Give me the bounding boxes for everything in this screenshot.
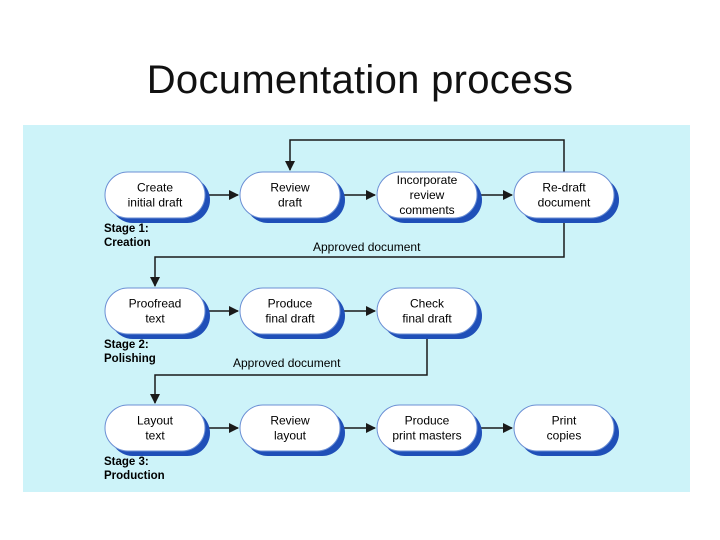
node-label: text: [145, 312, 165, 326]
node-label: Produce: [405, 414, 450, 428]
node-label: final draft: [402, 312, 452, 326]
node-body: [104, 287, 206, 335]
node-label: comments: [399, 203, 454, 217]
node-label: review: [410, 188, 445, 202]
node-body: [239, 404, 341, 452]
node-body: [376, 287, 478, 335]
node-label: layout: [274, 429, 307, 443]
node-label: draft: [278, 196, 303, 210]
stage-label: Stage 1:: [104, 223, 149, 235]
node-label: Check: [410, 297, 445, 311]
node-body: [513, 171, 615, 219]
node-label: copies: [547, 429, 582, 443]
node-body: [513, 404, 615, 452]
node-body: [376, 171, 478, 219]
stage-name: Polishing: [104, 353, 156, 365]
connector-layer: [150, 139, 565, 433]
node-label: Proofread: [129, 297, 182, 311]
node-body: [104, 171, 206, 219]
node-label: Layout: [137, 414, 174, 428]
stage-label: Stage 2:: [104, 339, 149, 351]
node-label: print masters: [392, 429, 461, 443]
node-body: [104, 404, 206, 452]
node-label: Produce: [268, 297, 313, 311]
node-label: final draft: [265, 312, 315, 326]
page-title: Documentation process: [146, 58, 574, 102]
node-label: document: [538, 196, 591, 210]
node-label: text: [145, 429, 165, 443]
node-label: initial draft: [128, 196, 183, 210]
node-body: [239, 287, 341, 335]
node-label: Create: [137, 181, 173, 195]
approved-document-label: Approved document: [313, 240, 421, 254]
feedback-arrow: [285, 139, 565, 172]
stage-transition-arrow: [150, 334, 428, 404]
node-label: Incorporate: [397, 173, 458, 187]
approved-document-label: Approved document: [233, 356, 341, 370]
node-label: Review: [270, 414, 310, 428]
node-body: [239, 171, 341, 219]
stage-transition-arrow: [150, 218, 565, 287]
stage-label: Stage 3:: [104, 456, 149, 468]
stage-name: Creation: [104, 237, 151, 249]
node-label: Print: [552, 414, 577, 428]
node-label: Re-draft: [542, 181, 586, 195]
stage-name: Production: [104, 470, 165, 482]
node-label: Review: [270, 181, 310, 195]
node-body: [376, 404, 478, 452]
